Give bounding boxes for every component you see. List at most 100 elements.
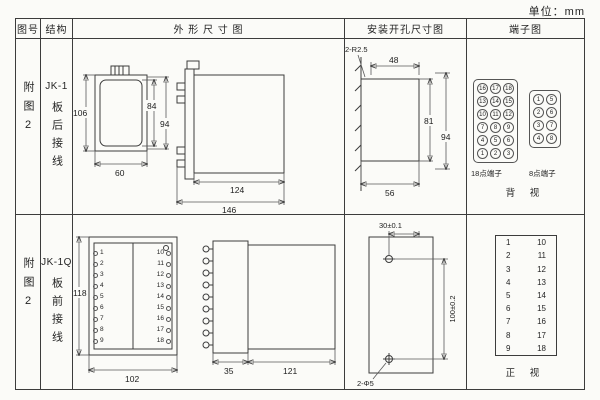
dim-81: 81	[424, 116, 434, 126]
terminal-point: 10	[477, 109, 488, 120]
terminal-point: 16	[477, 83, 488, 94]
terminal-point: 8	[490, 122, 501, 133]
terminal-point: 7	[546, 120, 557, 131]
terminal-point: 16	[537, 317, 546, 327]
terminal-point: 11	[490, 109, 501, 120]
terminal-point: 14	[490, 96, 501, 107]
front-terminal: 17	[139, 325, 171, 335]
front-terminal: 11	[139, 259, 171, 269]
front-terminal: 16	[139, 314, 171, 324]
jk1q-side-dims: 35 121	[213, 349, 335, 376]
row2-mounting-cell: 30±0.1 100±0.2 2-Φ5	[345, 215, 467, 389]
jk1-side-view	[176, 60, 285, 180]
terminal-point: 9	[503, 122, 514, 133]
front-terminal: 13	[139, 281, 171, 291]
terminal-point: 12	[537, 264, 546, 274]
terminal-row: 6 15	[496, 304, 556, 313]
dim-56: 56	[385, 188, 395, 198]
mounting-drawing-jk1q: 30±0.1 100±0.2 2-Φ5	[357, 221, 457, 388]
terminal8-label: 8点端子	[529, 169, 556, 178]
terminal-dot	[166, 283, 171, 289]
outline-drawing-jk1q: 118 102	[73, 215, 344, 384]
terminal-dot	[166, 327, 171, 333]
front-terminal: 3	[93, 270, 104, 280]
terminal-dot	[93, 316, 98, 322]
header-fig-no: 图号	[16, 19, 41, 39]
terminal-point: 8	[546, 133, 557, 144]
dim-2-phi5: 2-Φ5	[357, 379, 374, 388]
front-terminal: 5	[93, 292, 104, 302]
terminal-point: 6	[546, 107, 557, 118]
terminal-point: 5	[506, 290, 511, 300]
jk1-panel-cutout	[354, 57, 420, 191]
dim-84: 84	[147, 101, 157, 111]
row2-model: JK-1Q	[41, 257, 72, 268]
terminal-point: 15	[503, 96, 514, 107]
row1-fig-no: 附图2	[22, 81, 34, 139]
dim-124: 124	[230, 185, 244, 195]
terminal-point: 6	[503, 135, 514, 146]
terminal-point: 4	[533, 133, 544, 144]
terminal-row: 4 13	[496, 278, 556, 287]
row1-structure-cell: JK-1 板后接线	[41, 39, 73, 215]
terminal-point: 15	[537, 304, 546, 314]
row1-mounting-cell: 2-R2.5 48 81 94	[345, 39, 467, 215]
terminal-dot	[166, 338, 171, 344]
dim-94: 94	[160, 119, 170, 129]
terminal-point: 13	[537, 277, 546, 287]
terminal-point: 17	[537, 330, 546, 340]
dim-146: 146	[222, 205, 236, 214]
terminal-dot	[93, 272, 98, 278]
terminal-point: 10	[537, 238, 546, 248]
terminal-dot	[166, 294, 171, 300]
jk1-side-dims: 124 146	[177, 167, 284, 214]
jk1-front-view	[94, 65, 148, 152]
terminal-point: 4	[506, 277, 511, 287]
terminal-point: 2	[533, 107, 544, 118]
front-terminal: 1	[93, 248, 104, 258]
front-terminal: 15	[139, 303, 171, 313]
terminal18-label: 18点端子	[471, 169, 502, 178]
terminal-dot	[166, 250, 171, 256]
front-terminal: 7	[93, 314, 104, 324]
terminal-dot	[93, 338, 98, 344]
front-terminal: 14	[139, 292, 171, 302]
terminal-dot	[93, 327, 98, 333]
header-terminal: 端子图	[467, 19, 584, 39]
front-terminal: 18	[139, 336, 171, 346]
terminal-point: 9	[506, 343, 511, 353]
dim-2-r2-5: 2-R2.5	[345, 45, 368, 54]
terminal-point: 3	[533, 120, 544, 131]
header-outline: 外 形 尺 寸 图	[73, 19, 345, 39]
terminal-point: 6	[506, 304, 511, 314]
dim-35: 35	[224, 366, 234, 376]
row2-structure-cell: JK-1Q 板前接线	[41, 215, 73, 389]
terminal-point: 7	[477, 122, 488, 133]
row1-outline-cell: 106 84 94 60	[73, 39, 345, 215]
unit-label: 单位：mm	[528, 6, 585, 18]
row1-fig-cell: 附图2	[16, 39, 41, 215]
terminal-dot	[93, 250, 98, 256]
terminal-dot	[166, 261, 171, 267]
terminal-point: 18	[503, 83, 514, 94]
row1-view-label: 背 视	[505, 188, 546, 199]
row2-view-label: 正 视	[505, 368, 546, 379]
terminal-point: 7	[506, 317, 511, 327]
row1-wiring: 板后接线	[50, 101, 63, 173]
